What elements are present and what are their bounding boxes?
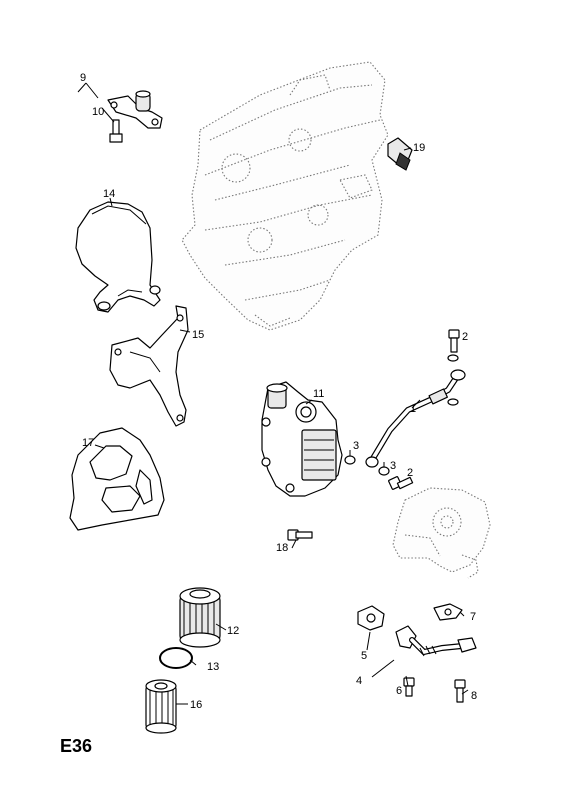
part-14-heat-shield	[75, 201, 161, 313]
callout-3-lower: 3	[390, 460, 396, 472]
part-12-oil-filter	[179, 587, 221, 648]
part-1-oil-pipe	[365, 369, 466, 468]
part-6-bolt	[403, 677, 415, 697]
callout-13: 13	[207, 661, 219, 673]
callout-4: 4	[356, 675, 362, 687]
part-7-gasket	[433, 603, 463, 621]
callout-15: 15	[192, 329, 204, 341]
part-2-bolt-upper	[448, 329, 460, 353]
callout-2-lower: 2	[407, 467, 413, 479]
engine-block-outline	[181, 61, 389, 331]
part-19-sensor	[387, 137, 413, 171]
callout-8: 8	[471, 690, 477, 702]
part-4-return-pipe	[395, 625, 477, 657]
turbo-housing-outline	[392, 487, 491, 579]
callout-19: 19	[413, 142, 425, 154]
callout-16: 16	[190, 699, 202, 711]
part-18-bolt	[287, 529, 313, 541]
callout-14: 14	[103, 188, 115, 200]
part-17-gasket	[69, 427, 165, 531]
callout-12: 12	[227, 625, 239, 637]
callout-9: 9	[80, 72, 86, 84]
part-10-bolt	[109, 119, 123, 143]
callout-5: 5	[361, 650, 367, 662]
part-16-filter-element	[145, 679, 177, 734]
diagram-code: E36	[60, 736, 92, 756]
part-15-bracket	[109, 305, 189, 427]
leader-10	[101, 107, 115, 123]
leader-lines	[94, 147, 469, 705]
callout-17: 17	[82, 437, 94, 449]
part-5-gasket	[357, 605, 385, 631]
callout-3-upper: 3	[353, 440, 359, 452]
callout-1: 1	[410, 403, 416, 415]
callout-labels: 1 2 2 3 3 4 5 6 7 8 9 10 11 12 13 14 15 …	[80, 72, 477, 711]
part-11-oil-filter-housing	[261, 381, 343, 497]
callout-2-upper: 2	[462, 331, 468, 343]
callout-10: 10	[92, 106, 104, 118]
part-13-o-ring	[159, 647, 193, 669]
part-9-bracket	[107, 90, 163, 129]
part-3-washer-upper	[447, 354, 459, 406]
callout-7: 7	[470, 611, 476, 623]
callout-18: 18	[276, 542, 288, 554]
callout-11: 11	[313, 388, 324, 400]
callout-6: 6	[396, 685, 402, 697]
part-8-bolt	[454, 679, 466, 703]
leader-9	[77, 82, 99, 99]
part-2-bolt-lower	[388, 476, 414, 490]
